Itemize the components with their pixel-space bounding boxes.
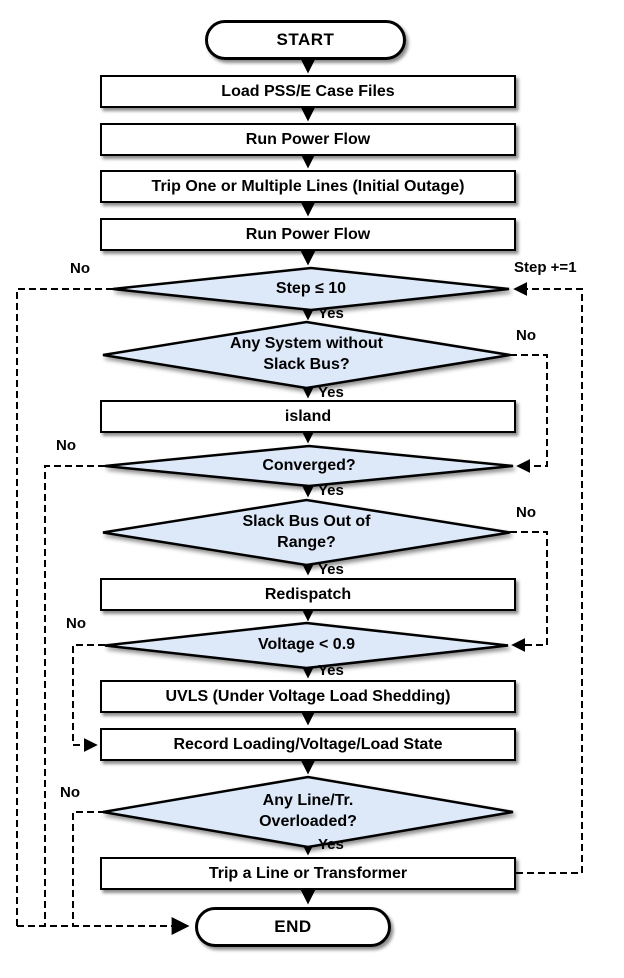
edge-converged-no — [44, 465, 105, 926]
node-redispatch-label: Redispatch — [264, 585, 352, 603]
node-system-without-slack: Any System without Slack Bus? — [102, 320, 511, 390]
node-redispatch: Redispatch — [100, 578, 516, 611]
edge-label-no-step-check: No — [70, 260, 90, 277]
node-uvls: UVLS (Under Voltage Load Shedding) — [100, 680, 516, 713]
node-step-check: Step ≤ 10 — [112, 266, 510, 312]
node-voltage-check-label: Voltage < 0.9 — [257, 636, 356, 654]
edge-label-no-overloaded: No — [60, 784, 80, 801]
node-load-case-files-label: Load PSS/E Case Files — [221, 82, 395, 100]
edge-label-yes-step-check: Yes — [318, 305, 344, 322]
node-start-label: START — [276, 30, 335, 49]
node-uvls-label: UVLS (Under Voltage Load Shedding) — [165, 687, 451, 705]
node-step-check-label: Step ≤ 10 — [275, 279, 347, 297]
edge-label-yes-any-system: Yes — [318, 384, 344, 401]
edge-label-step-increment: Step +=1 — [514, 259, 577, 276]
edge-tripline-loop-step-increment — [513, 282, 583, 874]
diamond-shape — [102, 320, 511, 390]
node-start: START — [205, 20, 406, 60]
edge-label-no-any-system: No — [516, 327, 536, 344]
node-trip-line-or-transformer: Trip a Line or Transformer — [100, 857, 516, 890]
node-end-label: END — [274, 917, 312, 936]
node-slack-out-of-range-label: Slack Bus Out of Range? — [242, 512, 371, 551]
edge-anysystem-no-to-converged — [510, 354, 548, 473]
diamond-shape — [104, 621, 509, 670]
node-run-power-flow-1: Run Power Flow — [100, 123, 516, 156]
edge-label-no-voltage: No — [66, 615, 86, 632]
node-end: END — [195, 907, 391, 947]
node-trip-line-or-transformer-label: Trip a Line or Transformer — [208, 864, 408, 882]
node-voltage-check: Voltage < 0.9 — [104, 621, 509, 670]
node-run-power-flow-1-label: Run Power Flow — [245, 130, 371, 148]
node-island: island — [100, 400, 516, 433]
node-run-power-flow-2: Run Power Flow — [100, 218, 516, 251]
node-island-label: island — [284, 407, 332, 425]
node-line-overloaded: Any Line/Tr. Overloaded? — [102, 775, 514, 849]
edge-label-yes-converged: Yes — [318, 482, 344, 499]
edge-voltage-no-to-record — [72, 644, 105, 752]
node-run-power-flow-2-label: Run Power Flow — [245, 225, 371, 243]
diamond-shape — [102, 775, 514, 849]
node-load-case-files: Load PSS/E Case Files — [100, 75, 516, 108]
edge-label-no-slack-range: No — [516, 504, 536, 521]
edge-slackrange-no-to-voltage — [510, 531, 548, 652]
node-trip-initial-outage-label: Trip One or Multiple Lines (Initial Outa… — [151, 177, 465, 195]
node-system-without-slack-label: Any System without Slack Bus? — [230, 335, 383, 373]
node-converged-label: Converged? — [262, 456, 356, 474]
node-record-state: Record Loading/Voltage/Load State — [100, 728, 516, 761]
node-trip-initial-outage: Trip One or Multiple Lines (Initial Outa… — [100, 170, 516, 203]
edge-label-yes-slack-range: Yes — [318, 561, 344, 578]
diamond-shape — [102, 498, 511, 567]
node-converged: Converged? — [104, 444, 514, 488]
edge-stepcheck-no — [16, 288, 113, 926]
node-slack-out-of-range: Slack Bus Out of Range? — [102, 498, 511, 567]
diamond-shape — [104, 444, 514, 488]
edge-label-no-converged: No — [56, 437, 76, 454]
edge-label-yes-overloaded: Yes — [318, 836, 344, 853]
edge-label-yes-voltage: Yes — [318, 662, 344, 679]
node-record-state-label: Record Loading/Voltage/Load State — [173, 735, 443, 753]
diamond-shape — [112, 266, 510, 312]
node-line-overloaded-label: Any Line/Tr. Overloaded? — [259, 792, 357, 830]
